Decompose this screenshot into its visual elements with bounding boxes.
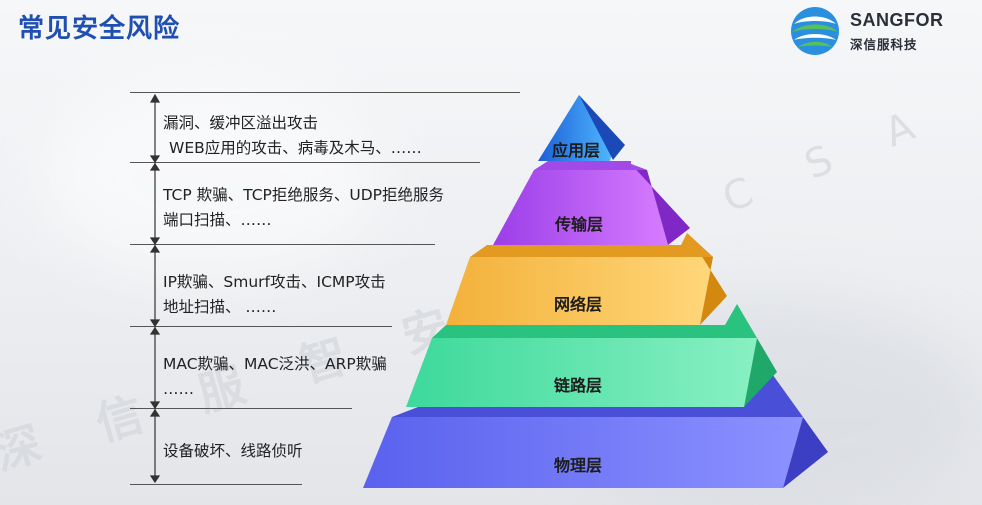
risk-line: 漏洞、缓冲区溢出攻击	[163, 114, 319, 132]
separator-line	[130, 162, 480, 163]
separator-line	[130, 408, 352, 409]
risk-line: MAC欺骗、MAC泛洪、ARP欺骗	[163, 355, 387, 373]
brand-name-en: SANGFOR	[850, 10, 944, 30]
layer-risk-network: IP欺骗、Smurf攻击、ICMP攻击 地址扫描、 ……	[163, 270, 386, 320]
pyramid-layer-physical	[363, 371, 828, 488]
risk-line: 地址扫描、 ……	[163, 298, 277, 316]
risk-line: IP欺骗、Smurf攻击、ICMP攻击	[163, 273, 386, 291]
risk-line: TCP 欺骗、TCP拒绝服务、UDP拒绝服务	[163, 186, 445, 204]
layer-risk-transport: TCP 欺骗、TCP拒绝服务、UDP拒绝服务 端口扫描、……	[163, 183, 444, 233]
risk-line: WEB应用的攻击、病毒及木马、……	[169, 139, 422, 157]
layer-risk-datalink: MAC欺骗、MAC泛洪、ARP欺骗 ……	[163, 352, 387, 402]
background-glow	[40, 80, 380, 280]
vertical-arrow-axis	[149, 94, 161, 484]
layer-label-datalink: 链路层	[553, 376, 603, 395]
layer-label-physical: 物理层	[553, 456, 603, 475]
layer-label-transport: 传输层	[554, 215, 604, 234]
layer-risk-physical: 设备破坏、线路侦听	[163, 439, 303, 464]
separator-line	[130, 92, 520, 93]
separator-line	[130, 326, 392, 327]
page-title: 常见安全风险	[18, 14, 181, 44]
pyramid-layer-transport	[493, 161, 690, 245]
risk-line: ……	[163, 380, 194, 398]
risk-line: 设备破坏、线路侦听	[163, 442, 303, 460]
separator-line	[130, 244, 435, 245]
pyramid-layer-application	[538, 95, 625, 161]
layer-label-application: 应用层	[551, 141, 601, 160]
layer-risk-application: 漏洞、缓冲区溢出攻击 WEB应用的攻击、病毒及木马、……	[163, 111, 422, 161]
brand-name-cn: 深信服科技	[850, 37, 918, 52]
risk-line: 端口扫描、……	[163, 211, 272, 229]
layer-label-network: 网络层	[553, 295, 603, 314]
pyramid-layer-datalink	[406, 304, 777, 407]
separator-line	[130, 484, 302, 485]
sangfor-logo-icon	[791, 7, 839, 55]
sangfor-logo: SANGFOR 深信服科技	[788, 4, 974, 58]
